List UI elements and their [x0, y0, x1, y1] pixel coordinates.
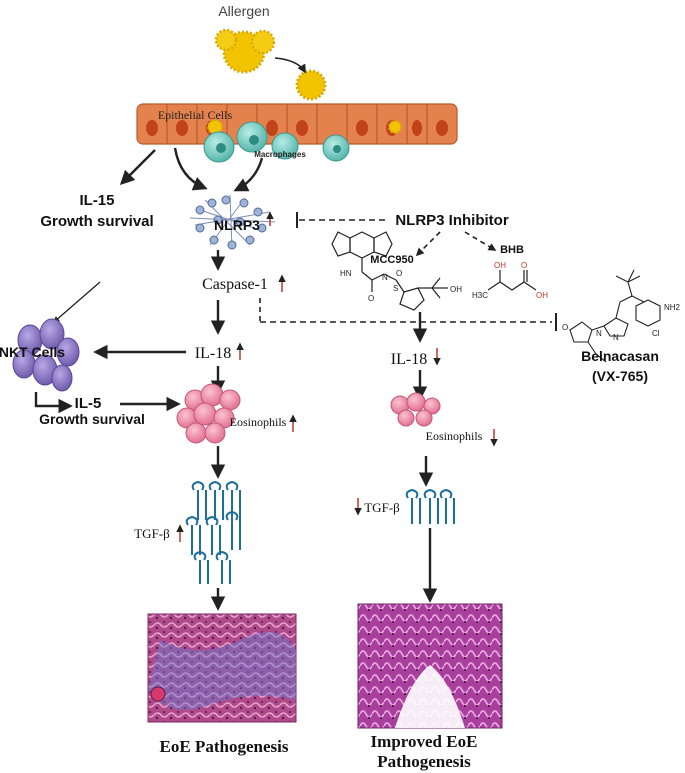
belnacasan-label: Belnacasan [581, 348, 659, 364]
svg-text:O: O [521, 261, 527, 270]
eosinophils-left-icon [176, 383, 241, 444]
mcc950-label: MCC950 [370, 254, 413, 266]
svg-text:H3C: H3C [472, 291, 488, 300]
allergen-label: Allergen [218, 3, 269, 19]
svg-text:HN: HN [340, 269, 352, 278]
tgf-receptors-left-icon [185, 480, 241, 584]
svg-text:NH2: NH2 [664, 303, 681, 312]
tgf-receptors-right-icon [405, 488, 455, 524]
svg-text:O: O [562, 323, 568, 332]
eoe-tissue-fibrosis [148, 632, 296, 710]
macrophages [203, 121, 350, 163]
improved-tissue-lumen [395, 665, 465, 728]
eosinophils-right-icon [390, 392, 441, 427]
eos-right-label: Eosinophils [426, 429, 483, 443]
tgf-right-label: TGF-β [364, 500, 400, 515]
allergen-arrow [274, 57, 306, 74]
il15-label: IL-15 [79, 192, 114, 209]
arrow-to-inkt [53, 281, 101, 323]
eoe-label: EoE Pathogenesis [160, 737, 289, 756]
arrow-inkt-il5 [34, 392, 73, 414]
svg-text:Cl: Cl [652, 329, 660, 338]
arrow-inhibitor-bhb [464, 231, 497, 251]
il5-label: IL-5 [75, 395, 102, 412]
arrow-inhibitor-mcc950 [415, 231, 441, 257]
nlrp3-label: NLRP3 [214, 217, 260, 233]
allergen-particles [214, 28, 327, 101]
eoe-tissue-image [147, 613, 297, 723]
epithelial-label: Epithelial Cells [158, 108, 233, 122]
svg-text:OH: OH [536, 291, 548, 300]
caspase-label: Caspase-1 [202, 276, 268, 293]
nlrp3-inhibitor-label: NLRP3 Inhibitor [395, 212, 508, 229]
il18-right-label: IL-18 [391, 351, 427, 368]
svg-text:N: N [596, 329, 602, 338]
eoe-tissue-vessel [150, 686, 166, 702]
belnacasan-atom-labels: NH2 Cl N N O [562, 303, 681, 342]
svg-text:O: O [368, 294, 374, 303]
nlrp3-complex-icon [189, 194, 276, 250]
bhb-label: BHB [500, 244, 524, 256]
arrow-mac-nlrp3 [233, 157, 264, 192]
svg-text:O: O [396, 269, 402, 278]
arrow-epi-nlrp3 [173, 147, 208, 191]
il5-sub: Growth survival [39, 411, 145, 427]
svg-text:N: N [613, 333, 619, 342]
belnacasan-structure-icon [569, 269, 661, 363]
bhb-structure-icon [487, 270, 537, 291]
inkt-cells-icon [12, 318, 80, 392]
il18-left-label: IL-18 [195, 345, 231, 362]
tgf-left-label: TGF-β [134, 526, 170, 541]
inkt-label: iNKT Cells [0, 344, 65, 360]
svg-text:S: S [393, 284, 398, 293]
bhb-atom-labels: OH H3C O OH [472, 261, 548, 300]
improved-label-line1: Improved EoE [371, 732, 478, 751]
mcc950-structure-icon [331, 231, 448, 311]
mcc950-atom-labels: HN O N S O OH [340, 269, 462, 303]
arrow-to-il15 [119, 149, 156, 186]
improved-label-line2: Pathogenesis [377, 752, 471, 771]
belnacasan-code: (VX-765) [592, 368, 648, 384]
svg-text:OH: OH [494, 261, 506, 270]
svg-text:N: N [382, 273, 388, 282]
eos-left-label: Eosinophils [230, 415, 287, 429]
macrophages-label: Macrophages [254, 150, 306, 159]
il15-sub: Growth survival [40, 213, 153, 230]
svg-text:OH: OH [450, 285, 462, 294]
